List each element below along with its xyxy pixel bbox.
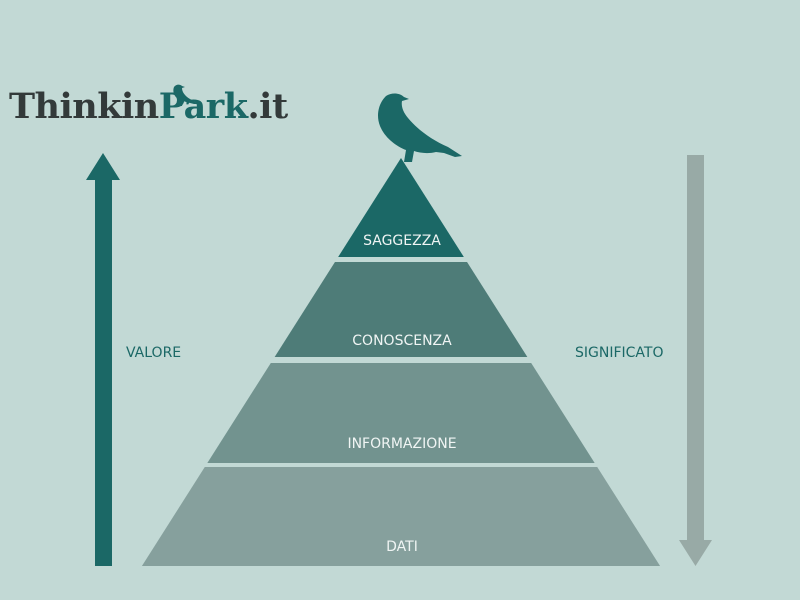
tier-label-saggezza: SAGGEZZA [363, 233, 441, 249]
logo-text-domain: .it [247, 86, 288, 127]
pyramid-tier-informazione [207, 363, 595, 463]
crow-small-icon [173, 84, 199, 106]
logo-text-park: Park [158, 86, 248, 127]
pyramid-tier-saggezza [338, 158, 464, 257]
crow-icon [378, 93, 462, 162]
meaning-arrow-down [679, 155, 712, 566]
tier-label-conoscenza: CONOSCENZA [352, 333, 452, 349]
pyramid-tier-conoscenza [274, 262, 528, 357]
pyramid-tier-dati [141, 467, 661, 566]
thinkinpark-logo: ThinkinPark.it [9, 86, 288, 127]
value-arrow-up [86, 153, 120, 566]
meaning-label: SIGNIFICATO [575, 345, 664, 361]
tier-label-informazione: INFORMAZIONE [347, 436, 457, 452]
value-label: VALORE [126, 345, 182, 361]
logo-text-thinkin: Thinkin [9, 86, 159, 127]
tier-label-dati: DATI [386, 539, 418, 555]
